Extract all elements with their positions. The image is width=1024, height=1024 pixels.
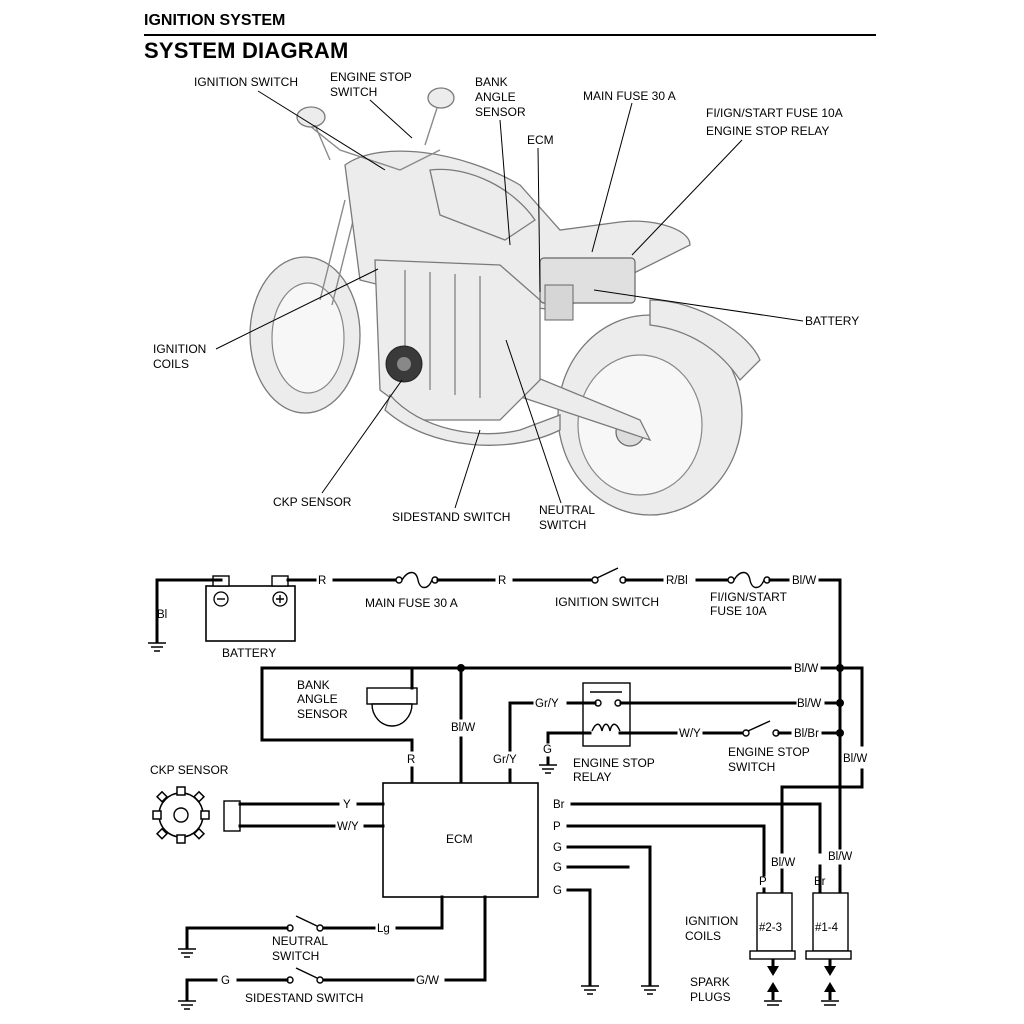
ignition-coil-b-symbol [805, 892, 852, 976]
ecm-label: ECM [446, 832, 473, 846]
fi-fuse-label-2: FUSE 10A [710, 604, 767, 618]
wire-label-bl-w-ecm: Bl/W [451, 722, 475, 734]
battery-label: BATTERY [222, 646, 276, 660]
neutral-switch-label-2: SWITCH [272, 949, 319, 963]
ground-symbol-ecm-2 [641, 985, 659, 995]
wire-label-lg: Lg [377, 923, 390, 935]
fi-fuse-label: FI/IGN/START [710, 590, 788, 604]
ignition-coils-label: IGNITION [685, 914, 738, 928]
ckp-sensor-label: CKP SENSOR [150, 763, 229, 777]
ill-label-sidestand-switch: SIDESTAND SWITCH [392, 510, 510, 524]
engine-stop-relay-label: ENGINE STOP [573, 756, 655, 770]
illustration-leaders [215, 90, 804, 509]
ill-label-engine-stop-switch: ENGINE STOP [330, 70, 412, 84]
ignition-coil-a-symbol [749, 892, 796, 976]
ground-symbol-neutral [178, 948, 196, 958]
wire-label-r-1: R [318, 575, 326, 587]
ground-symbol-sidestand [178, 1000, 196, 1010]
engine-stop-switch-label: ENGINE STOP [728, 745, 810, 759]
engine-stop-relay-label-2: RELAY [573, 770, 611, 784]
battery-symbol [205, 575, 296, 642]
illustration-labels: IGNITION SWITCH ENGINE STOP SWITCH BANK … [153, 70, 859, 532]
ill-label-battery: BATTERY [805, 314, 859, 328]
wire-label-p-out: P [553, 821, 561, 833]
wire-label-bl-br: Bl/Br [794, 728, 819, 740]
wire-label-y-ckp: Y [343, 799, 351, 811]
bank-angle-label-2: ANGLE [297, 692, 338, 706]
ill-label-bank-angle-3: SENSOR [475, 105, 526, 119]
wire-label-r-2: R [498, 575, 506, 587]
ill-label-main-fuse: MAIN FUSE 30 A [583, 89, 676, 103]
motorcycle-illustration [249, 87, 761, 516]
neutral-switch-symbol [286, 915, 324, 932]
header-rule [144, 34, 876, 36]
ill-label-neutral-switch-2: SWITCH [539, 518, 586, 532]
ignition-coils-label-2: COILS [685, 929, 721, 943]
wiring-schematic: BATTERY Bl R MAIN FUSE 30 A R IGNITION S… [148, 567, 867, 1010]
wire-label-bl-w-coil-a: Bl/W [771, 857, 795, 869]
ill-label-bank-angle-2: ANGLE [475, 90, 516, 104]
ecm-box [382, 782, 539, 898]
wire-label-g-w: G/W [416, 975, 439, 987]
wire-label-r-bank: R [407, 754, 415, 766]
engine-stop-relay-symbol [582, 682, 631, 747]
ill-label-ignition-coils-2: COILS [153, 357, 189, 371]
ground-symbol-battery [148, 642, 166, 652]
ill-label-ignition-coils: IGNITION [153, 342, 206, 356]
spark-plugs-label: SPARK [690, 975, 730, 989]
main-fuse-label: MAIN FUSE 30 A [365, 596, 458, 610]
bank-angle-label-3: SENSOR [297, 707, 348, 721]
bank-angle-sensor-symbol [366, 666, 418, 727]
wire-label-bl: Bl [157, 609, 167, 621]
wire-label-w-y-relay: W/Y [679, 728, 701, 740]
wire-label-g-out-1: G [553, 842, 562, 854]
ignition-switch-symbol [591, 567, 627, 584]
ground-symbol-ecm-1 [581, 985, 599, 995]
coil-a-label: #2-3 [759, 922, 782, 934]
wire-label-bl-w-right: Bl/W [843, 753, 867, 765]
ill-label-engine-stop-relay: ENGINE STOP RELAY [706, 124, 829, 138]
page-title: SYSTEM DIAGRAM [144, 38, 349, 63]
engine-stop-switch-symbol [742, 720, 780, 737]
engine-stop-switch-label-2: SWITCH [728, 760, 775, 774]
wire-label-br-out: Br [553, 799, 565, 811]
wire-label-r-bl: R/Bl [666, 575, 688, 587]
main-fuse-symbol [395, 571, 439, 589]
wire-label-w-y-ckp: W/Y [337, 821, 359, 833]
sidestand-switch-symbol [286, 967, 324, 984]
spark-plugs-label-2: PLUGS [690, 990, 731, 1004]
wire-label-bl-w-relay: Bl/W [797, 698, 821, 710]
ill-label-ecm: ECM [527, 133, 554, 147]
ill-label-engine-stop-switch-2: SWITCH [330, 85, 377, 99]
section-title: IGNITION SYSTEM [144, 12, 286, 29]
ill-label-bank-angle: BANK [475, 75, 508, 89]
ill-label-ckp-sensor: CKP SENSOR [273, 495, 352, 509]
ignition-switch-label: IGNITION SWITCH [555, 595, 659, 609]
ground-symbol-relay [539, 764, 557, 774]
ill-label-fi-fuse: FI/IGN/START FUSE 10A [706, 106, 843, 120]
wire-label-bl-w-bus: Bl/W [794, 663, 818, 675]
wire-label-gr-y-ecm: Gr/Y [493, 754, 517, 766]
ckp-sensor-symbol [152, 786, 241, 844]
wire-label-g-relay: G [543, 744, 552, 756]
spark-plug-b-symbol [821, 982, 839, 1006]
neutral-switch-label: NEUTRAL [272, 934, 328, 948]
spark-plug-a-symbol [764, 982, 782, 1006]
ill-label-ignition-switch: IGNITION SWITCH [194, 75, 298, 89]
bank-angle-label: BANK [297, 678, 330, 692]
wire-label-bl-w-coil-b: Bl/W [828, 851, 852, 863]
engine [374, 259, 541, 421]
wire-label-g-out-2: G [553, 862, 562, 874]
wire-label-p-coil: P [759, 876, 767, 888]
coil-b-label: #1-4 [815, 922, 839, 934]
wire-label-gr-y-relay: Gr/Y [535, 698, 559, 710]
wire-label-g-side: G [221, 975, 230, 987]
wire-label-g-out-3: G [553, 885, 562, 897]
fi-fuse-symbol [727, 571, 771, 589]
sidestand-switch-label: SIDESTAND SWITCH [245, 991, 363, 1005]
ill-label-neutral-switch: NEUTRAL [539, 503, 595, 517]
wire-label-bl-w-top: Bl/W [792, 575, 816, 587]
